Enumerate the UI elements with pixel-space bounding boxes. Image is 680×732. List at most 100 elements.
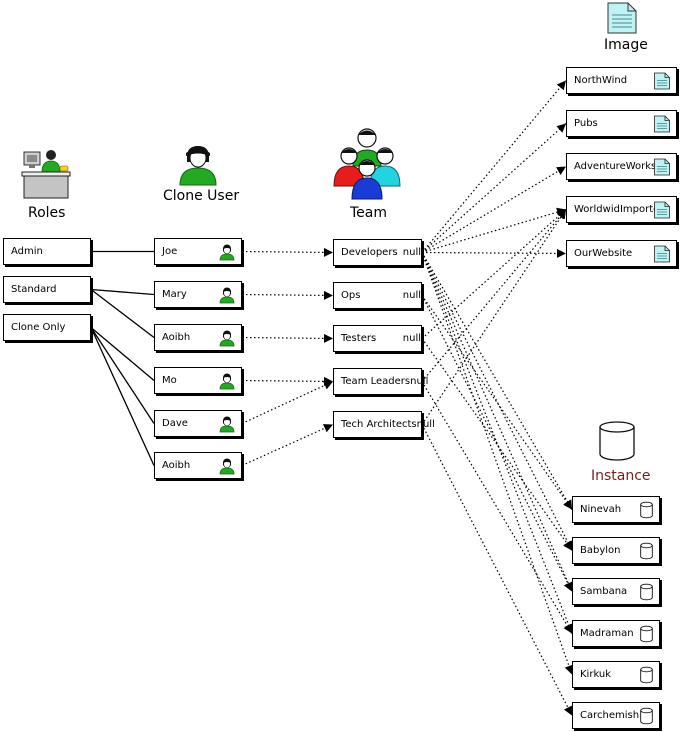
user-node[interactable]: Aoibh [154, 324, 242, 351]
user-team-link [241, 290, 334, 300]
role-node[interactable]: Standard [3, 276, 91, 303]
user-team-link [241, 380, 334, 425]
clone-user-heading: Clone User [163, 188, 240, 204]
team-instance-link [421, 252, 573, 510]
team-image-link [421, 123, 567, 253]
small-person-icon [219, 416, 235, 432]
small-database-icon [640, 542, 653, 559]
small-database-icon [640, 666, 653, 683]
admin-desk-icon [21, 150, 71, 199]
small-database-icon [640, 625, 653, 642]
team-image-link [421, 165, 567, 254]
instance-label: Carchemish [580, 710, 640, 721]
image-label: AdventureWorks [574, 161, 657, 172]
user-node[interactable]: Joe [154, 238, 242, 265]
image-node[interactable]: OurWebsite [566, 240, 677, 267]
instance-label: Kirkuk [580, 669, 612, 680]
instance-heading: Instance [591, 468, 651, 484]
small-document-icon [654, 115, 670, 132]
team-image-link [421, 207, 567, 254]
user-label: Joe [162, 246, 178, 257]
team-image-link [421, 248, 567, 258]
image-label: Pubs [574, 118, 598, 129]
team-instance-link [421, 295, 573, 592]
role-user-links [90, 250, 155, 466]
user-label: Aoibh [162, 332, 191, 343]
team-instance-link [421, 338, 573, 551]
instance-label: Babylon [580, 545, 621, 556]
role-label: Standard [11, 284, 57, 295]
small-database-icon [640, 501, 653, 518]
team-instance-link [421, 295, 573, 510]
small-person-icon [219, 330, 235, 346]
team-label: Team Leaders [341, 376, 411, 387]
user-team-link [241, 423, 334, 467]
user-node[interactable]: Mary [154, 281, 242, 308]
user-team-link [241, 333, 334, 343]
team-label: Ops [341, 290, 361, 301]
small-database-icon [640, 707, 653, 724]
team-instance-link [421, 252, 574, 675]
role-node[interactable]: Admin [3, 238, 91, 265]
role-user-link [90, 327, 155, 424]
person-icon [179, 146, 217, 186]
team-icon [333, 128, 401, 200]
team-image-link [421, 80, 567, 253]
image-node[interactable]: WorldwidImporters [566, 196, 677, 223]
team-instance-link [421, 252, 573, 551]
instance-node[interactable]: Ninevah [572, 496, 660, 523]
small-document-icon [654, 201, 670, 218]
user-node[interactable]: Aoibh [154, 452, 242, 479]
team-instance-link [421, 252, 573, 592]
image-heading: Image [604, 37, 648, 53]
small-database-icon [640, 583, 653, 600]
instance-node[interactable]: Madraman [572, 620, 660, 647]
instance-node[interactable]: Sambana [572, 578, 660, 605]
user-label: Mary [162, 289, 187, 300]
roles-heading: Roles [28, 205, 66, 221]
user-node[interactable]: Mo [154, 367, 242, 394]
team-label: Testers [341, 333, 377, 344]
user-team-link [241, 247, 334, 257]
role-user-link [90, 288, 155, 296]
instance-label: Ninevah [580, 504, 622, 515]
small-person-icon [219, 244, 235, 260]
team-image-link [421, 209, 567, 425]
small-document-icon [654, 245, 670, 262]
dotted-links [241, 80, 574, 716]
user-team-link [241, 376, 334, 386]
image-node[interactable]: NorthWind [566, 67, 677, 94]
small-person-icon [219, 287, 235, 303]
role-user-link [90, 327, 155, 381]
small-document-icon [654, 158, 670, 175]
instance-node[interactable]: Babylon [572, 537, 660, 564]
user-node[interactable]: Dave [154, 410, 242, 437]
image-label: WorldwidImporters [574, 204, 669, 215]
team-image-link [421, 209, 567, 339]
user-label: Dave [162, 418, 188, 429]
team-image-link [421, 209, 567, 382]
image-node[interactable]: Pubs [566, 110, 677, 137]
database-cylinder-icon [599, 421, 635, 461]
image-label: OurWebsite [574, 248, 633, 259]
team-label: Developers [341, 247, 398, 258]
user-label: Mo [162, 375, 177, 386]
role-label: Clone Only [11, 322, 66, 333]
small-person-icon [219, 373, 235, 389]
role-node[interactable]: Clone Only [3, 314, 91, 341]
team-instance-link [421, 424, 573, 716]
team-instance-link [421, 381, 573, 634]
team-label: Tech Architects [341, 419, 417, 430]
instance-node[interactable]: Kirkuk [572, 661, 660, 688]
image-label: NorthWind [574, 75, 628, 86]
instance-node[interactable]: Carchemish [572, 702, 660, 729]
document-icon [607, 2, 637, 34]
image-node[interactable]: AdventureWorks [566, 153, 677, 180]
small-person-icon [219, 458, 235, 474]
